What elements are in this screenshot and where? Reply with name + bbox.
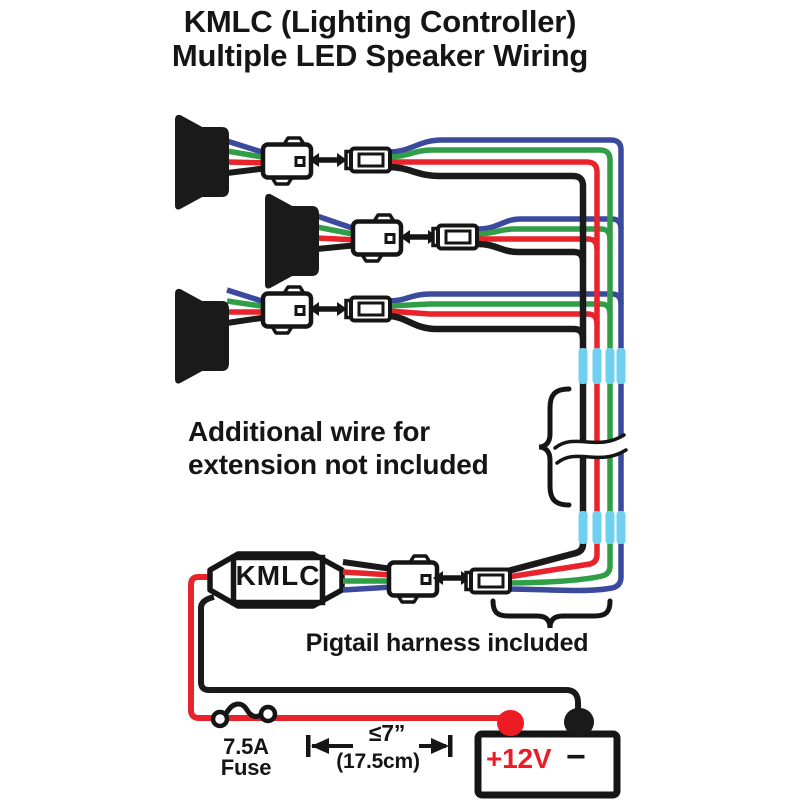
female-connector-3 [344,295,392,323]
dimension-imperial-label: ≤7” [368,720,406,746]
kmlc-module [207,551,345,609]
male-connector-2 [353,215,401,261]
main-harness-wires [387,137,624,594]
extension-note-line1: Additional wire for [188,416,430,447]
pigtail-brace [490,598,613,629]
male-connector-1 [263,138,311,184]
fuse-label: Fuse [220,755,272,780]
battery-negative-label: − [566,738,586,776]
female-connector-1 [344,146,392,174]
female-connector-2 [431,223,479,251]
extension-highlight-upper [578,348,626,384]
extension-brace [538,386,572,508]
diagram-title-line2: Multiple LED Speaker Wiring [171,38,589,73]
mate-arrow-3-icon [309,302,347,316]
kmlc-module-label: KMLC [235,560,321,591]
controller-pigtail-wires [342,559,393,593]
pigtail-note: Pigtail harness included [305,629,589,657]
battery-positive-label: +12V [486,743,552,774]
speaker-1-icon [175,114,229,210]
main-red-wire [388,159,600,580]
battery-positive-terminal [497,710,524,736]
diagram-title-line1: KMLC (Lighting Controller) [183,4,577,39]
speaker-3-icon [175,288,229,384]
battery-negative-terminal [564,708,594,736]
male-connector-pigtail [389,556,437,602]
extension-note-line2: extension not included [188,449,489,480]
female-connector-pigtail [464,567,512,595]
battery [474,708,621,799]
fuse-rating-label: 7.5A [223,734,269,759]
male-connector-3 [263,287,311,333]
power-red-wire [188,574,505,721]
dimension-marker [306,735,453,757]
main-blue-wire [387,137,624,594]
mate-arrow-1-icon [309,153,347,167]
dimension-metric-label: (17.5cm) [336,750,420,773]
extension-highlight-lower [578,511,626,544]
power-black-wire [198,594,581,714]
main-black-wire [387,163,587,575]
fuse-icon [210,701,278,729]
speaker-2-icon [265,193,319,289]
wire-break-icon [548,433,633,465]
main-green-wire [387,147,613,586]
